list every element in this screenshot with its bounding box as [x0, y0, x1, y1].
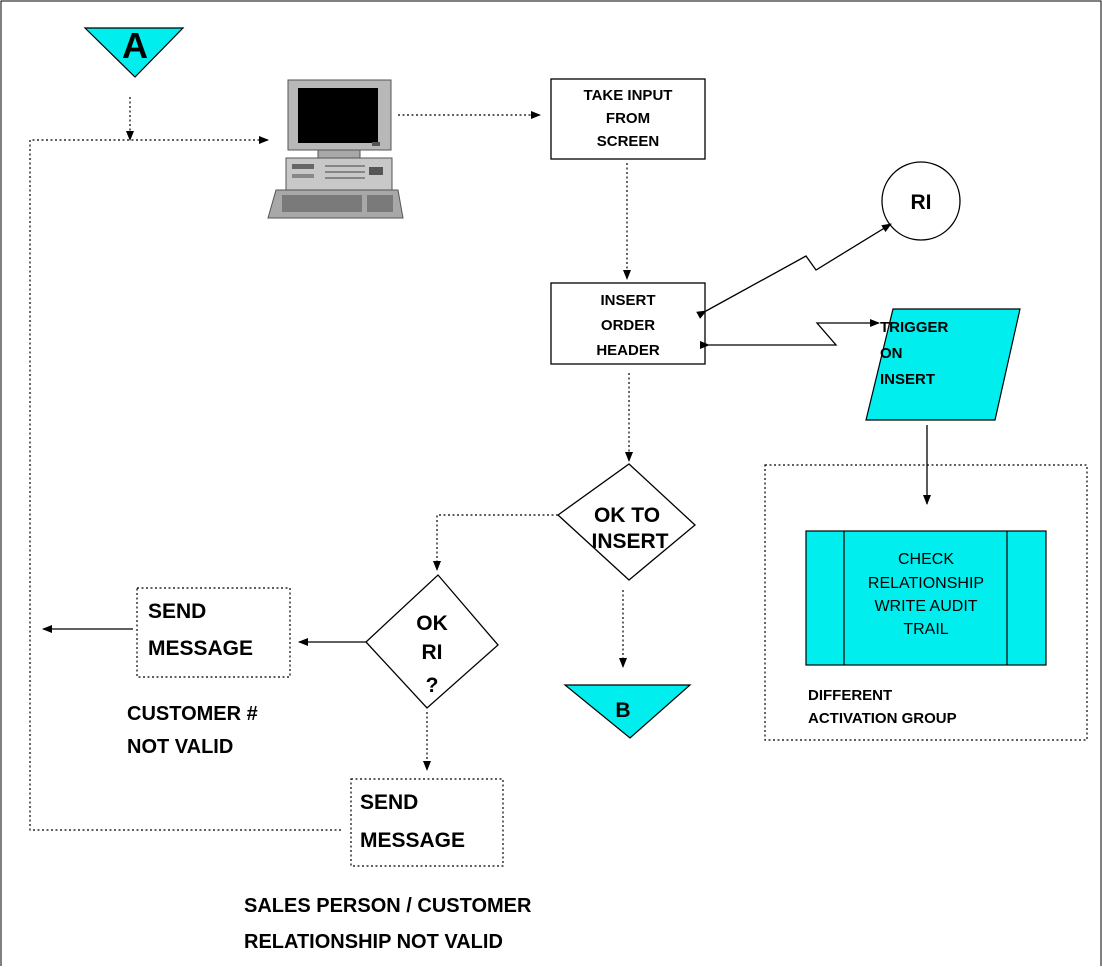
svg-text:TRIGGER: TRIGGER	[880, 319, 949, 336]
send-message-customer-box: SEND MESSAGE	[136, 587, 291, 678]
svg-text:RELATIONSHIP: RELATIONSHIP	[868, 575, 984, 592]
svg-text:TAKE INPUT: TAKE INPUT	[584, 87, 673, 104]
svg-text:SEND: SEND	[360, 791, 418, 814]
ok-to-insert-decision: OK TO INSERT	[556, 463, 696, 581]
svg-text:TRAIL: TRAIL	[903, 621, 948, 638]
salesperson-not-valid-caption-2: RELATIONSHIP NOT VALID	[244, 931, 503, 953]
svg-text:ON: ON	[880, 345, 903, 362]
flow-arrows	[29, 97, 931, 831]
svg-text:OK: OK	[416, 612, 448, 635]
send-message-salesperson-box: SEND MESSAGE	[350, 778, 504, 867]
svg-text:INSERT: INSERT	[600, 292, 655, 309]
activation-group-frame	[764, 464, 1088, 741]
trigger-on-insert-box: TRIGGER ON INSERT	[865, 308, 1021, 421]
svg-text:WRITE AUDIT: WRITE AUDIT	[874, 598, 977, 615]
svg-text:?: ?	[426, 674, 439, 697]
connector-b-label: B	[615, 699, 630, 722]
svg-text:SCREEN: SCREEN	[597, 133, 660, 150]
desktop-computer-icon	[267, 79, 404, 219]
svg-text:OK TO: OK TO	[594, 504, 660, 527]
customer-not-valid-caption-2: NOT VALID	[127, 736, 233, 758]
connector-b: B	[563, 684, 692, 739]
svg-text:HEADER: HEADER	[596, 342, 660, 359]
svg-text:CHECK: CHECK	[898, 551, 954, 568]
svg-text:FROM: FROM	[606, 110, 650, 127]
customer-not-valid-caption: CUSTOMER #	[127, 703, 258, 725]
svg-text:INSERT: INSERT	[591, 530, 668, 553]
svg-text:INSERT: INSERT	[880, 371, 935, 388]
connector-a-label: A	[122, 25, 148, 66]
svg-text:MESSAGE: MESSAGE	[360, 829, 465, 852]
svg-text:RI: RI	[422, 641, 443, 664]
check-relationship-box: CHECK RELATIONSHIP WRITE AUDIT TRAIL	[805, 530, 1047, 666]
svg-text:ORDER: ORDER	[601, 317, 655, 334]
ok-ri-decision: OK RI ?	[365, 574, 499, 709]
connector-a: A	[83, 25, 185, 78]
insert-order-header-box: INSERT ORDER HEADER	[550, 282, 706, 365]
take-input-box: TAKE INPUT FROM SCREEN	[550, 78, 706, 160]
activation-group-label-2: ACTIVATION GROUP	[808, 710, 957, 727]
svg-text:SEND: SEND	[148, 600, 206, 623]
svg-text:RI: RI	[911, 191, 932, 214]
salesperson-not-valid-caption: SALES PERSON / CUSTOMER	[244, 895, 532, 917]
ri-circle: RI	[881, 161, 961, 241]
svg-text:MESSAGE: MESSAGE	[148, 637, 253, 660]
activation-group-label-1: DIFFERENT	[808, 687, 892, 704]
